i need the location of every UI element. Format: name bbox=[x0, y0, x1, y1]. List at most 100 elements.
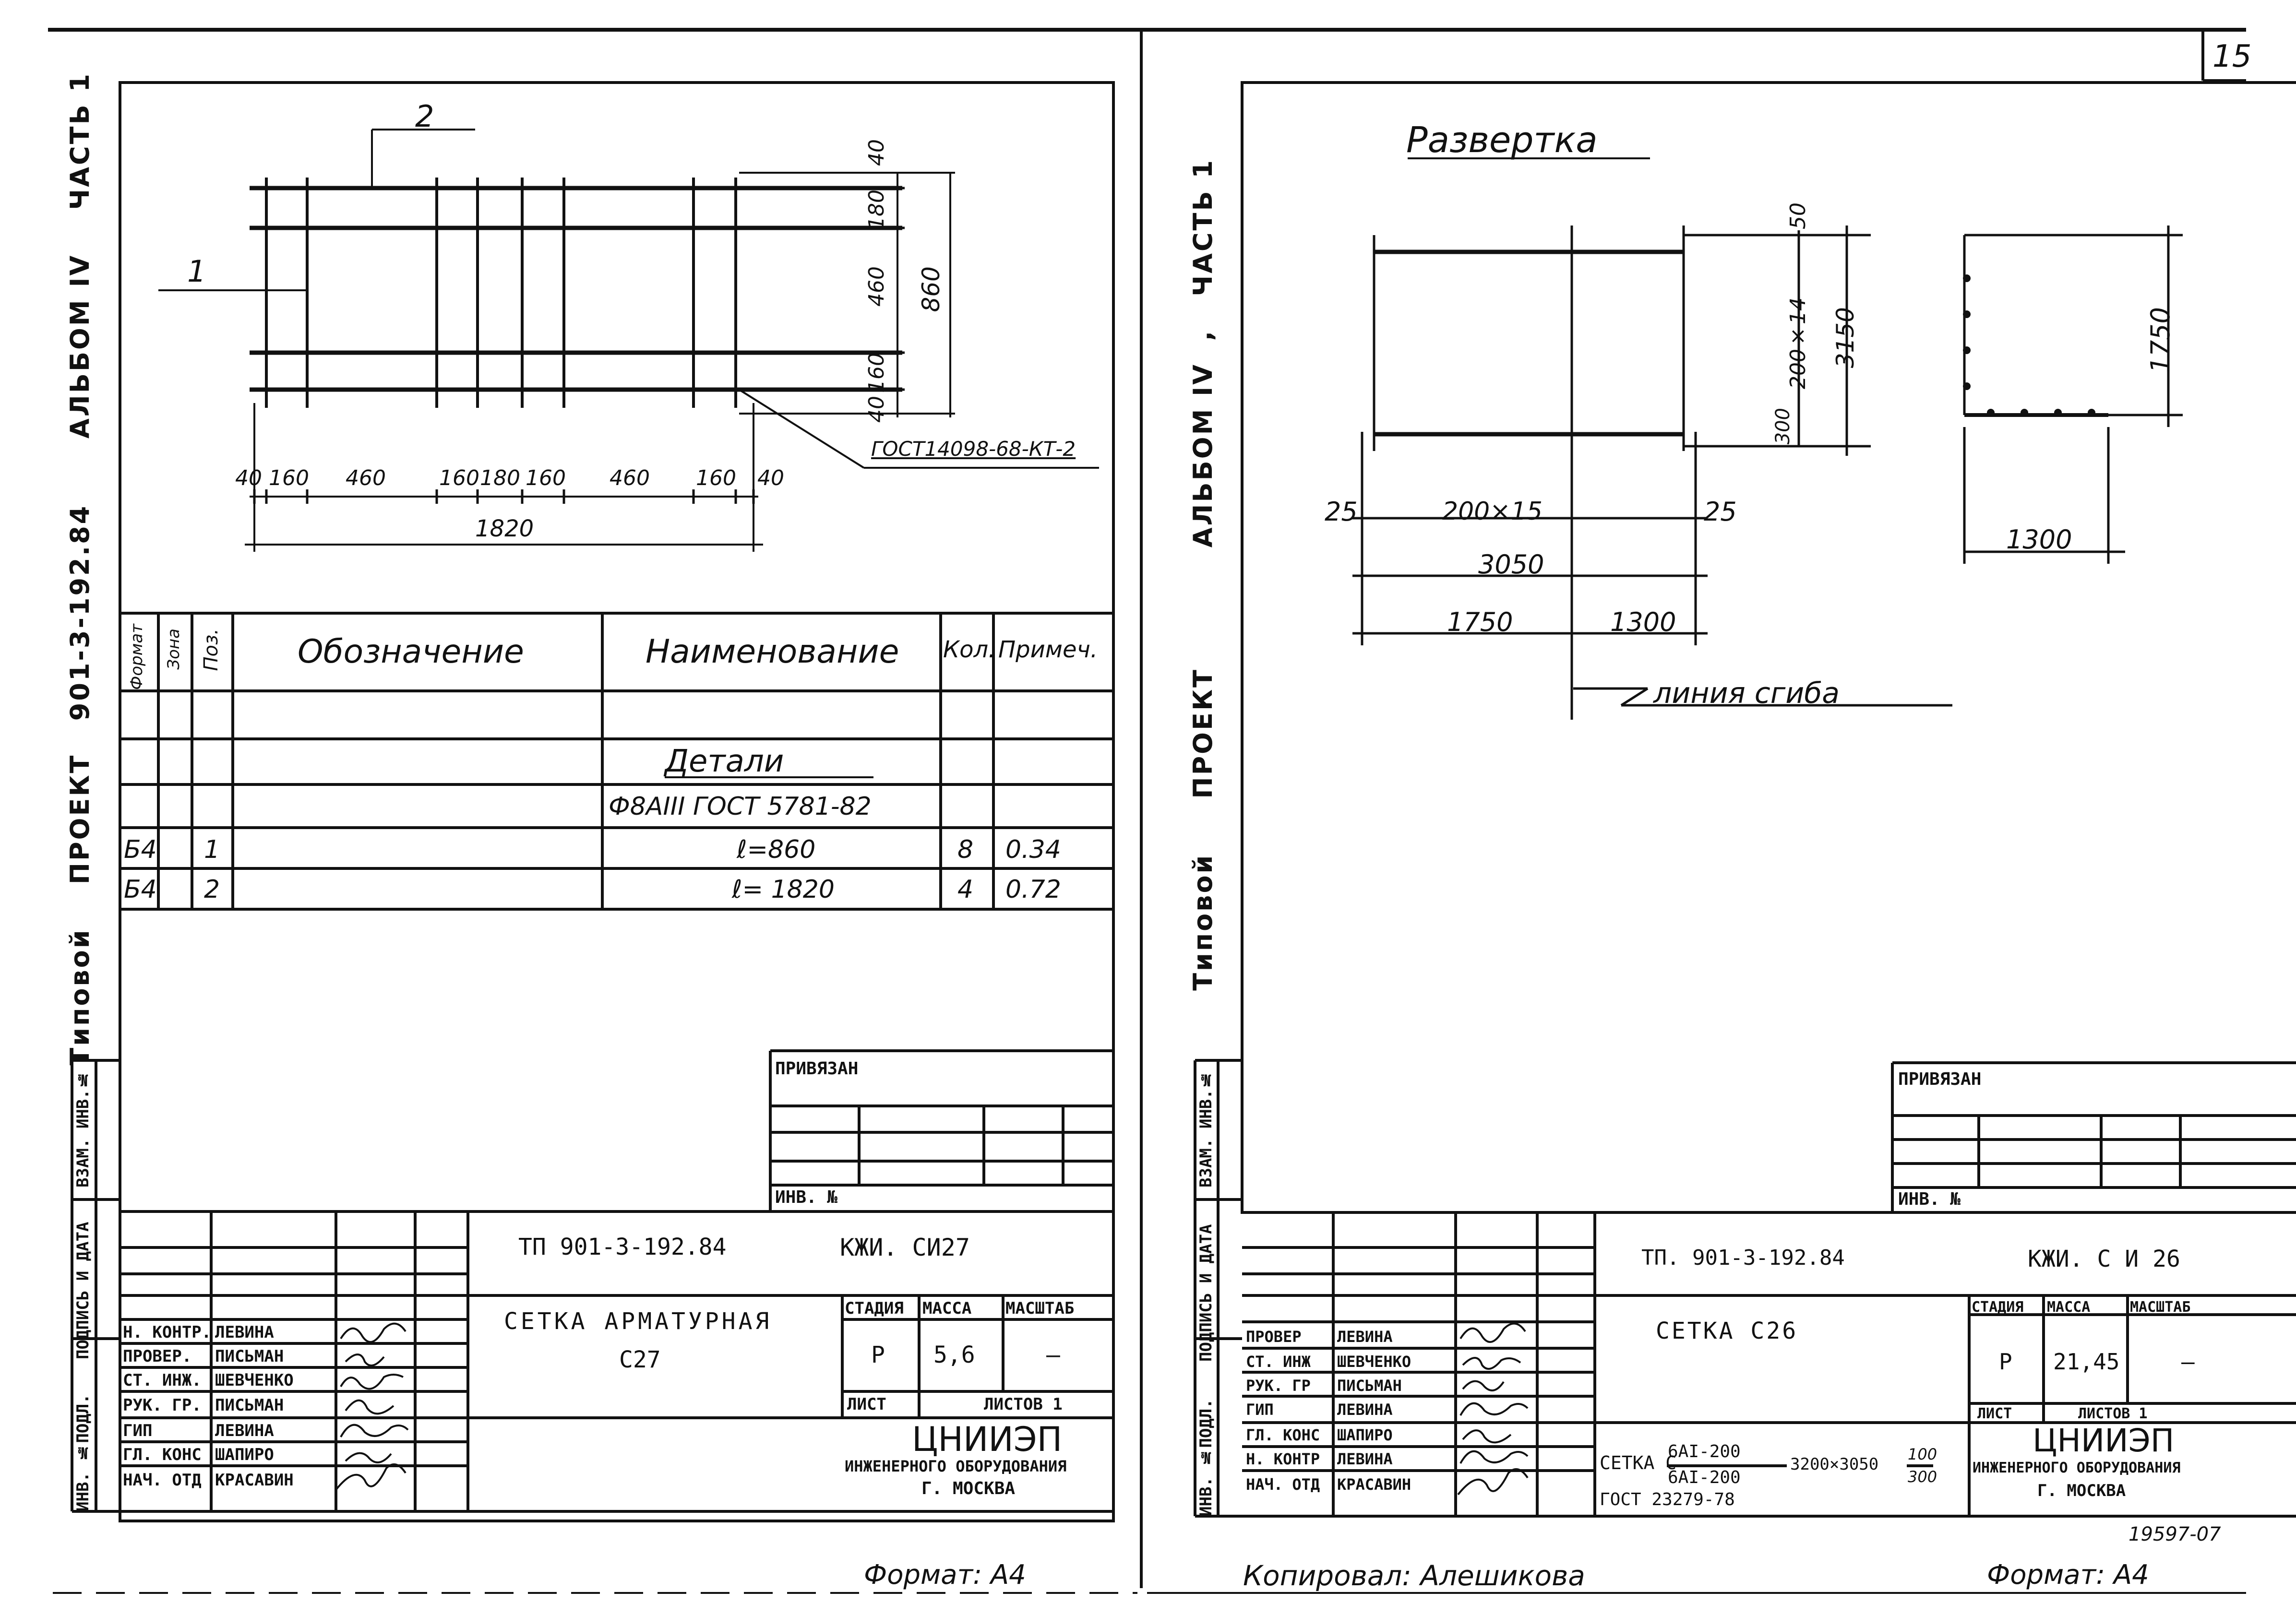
right-mesh-bottom: 6АI-200 bbox=[1668, 1468, 1741, 1487]
hdim-460-a: 460 bbox=[346, 466, 386, 490]
left-role-3: СТ. ИНЖ. bbox=[123, 1371, 202, 1390]
left-org-sub: ИНЖЕНЕРНОГО ОБОРУДОВАНИЯ bbox=[845, 1457, 1067, 1475]
left-drawing bbox=[119, 81, 1115, 1522]
gost-leader-label: ГОСТ14098-68-КТ-2 bbox=[871, 437, 1076, 461]
right-person-4: ЛЕВИНА bbox=[1337, 1401, 1393, 1419]
right-person-6: ЛЕВИНА bbox=[1337, 1450, 1393, 1468]
left-person-3: ШЕВЧЕНКО bbox=[215, 1371, 294, 1390]
spec-row2-pos: 2 bbox=[204, 875, 220, 904]
left-org-city: Г. МОСКВА bbox=[921, 1479, 1016, 1498]
side-view-1300: 1300 bbox=[2006, 524, 2072, 555]
left-stamp-code: ТП 901-3-192.84 bbox=[518, 1234, 727, 1260]
spec-row1-name: ℓ=860 bbox=[737, 835, 816, 864]
right-scale-header: МАСШТАБ bbox=[2130, 1299, 2191, 1316]
left-mass-header: МАССА bbox=[922, 1299, 972, 1318]
right-stage-value: Р bbox=[1999, 1349, 2012, 1375]
left-stamp-sheet-code: КЖИ. СИ27 bbox=[840, 1234, 970, 1261]
spec-row1-pos: 1 bbox=[204, 835, 220, 864]
left-person-2: ПИСЬМАН bbox=[215, 1347, 284, 1366]
spec-row2-note: 0.72 bbox=[1005, 875, 1061, 904]
right-format: Формат: А4 bbox=[1987, 1559, 2149, 1591]
right-stamp-sheet-code: КЖИ. С И 26 bbox=[2028, 1246, 2180, 1272]
left-person-7: КРАСАВИН bbox=[215, 1471, 294, 1490]
hdim-460-b: 460 bbox=[610, 466, 650, 490]
left-person-5: ЛЕВИНА bbox=[215, 1421, 274, 1440]
hdim-180: 180 bbox=[480, 466, 520, 490]
copied-by: Копировал: Алешикова bbox=[1243, 1559, 1585, 1592]
left-role-7: НАЧ. ОТД bbox=[123, 1471, 202, 1490]
left-list-header: ЛИСТ bbox=[847, 1395, 886, 1414]
right-person-5: ШАПИРО bbox=[1337, 1426, 1393, 1444]
right-mesh-frac-top: 100 bbox=[1908, 1445, 1937, 1463]
rdim-200x15: 200×15 bbox=[1442, 497, 1543, 526]
right-mesh-prefix: СЕТКА С bbox=[1600, 1452, 1677, 1473]
hdim-160-a: 160 bbox=[269, 466, 309, 490]
right-stage-header: СТАДИЯ bbox=[1972, 1299, 2024, 1316]
left-person-4: ПИСЬМАН bbox=[215, 1396, 284, 1415]
right-signatures bbox=[1457, 1322, 1529, 1496]
archive-number: 19597-07 bbox=[2129, 1523, 2221, 1545]
left-inv-no: ИНВ. № bbox=[775, 1188, 838, 1207]
left-scale-value: – bbox=[1046, 1342, 1060, 1368]
right-list-header: ЛИСТ bbox=[1977, 1405, 2012, 1422]
right-role-1: ПРОВЕР bbox=[1246, 1328, 1302, 1346]
left-role-4: РУК. ГР. bbox=[123, 1396, 202, 1415]
right-mesh-top: 6АI-200 bbox=[1668, 1442, 1741, 1461]
right-privyazan: ПРИВЯЗАН bbox=[1898, 1069, 1982, 1089]
spec-row1-qty: 8 bbox=[957, 835, 974, 864]
rdim-1300: 1300 bbox=[1610, 607, 1676, 637]
rdim-1750: 1750 bbox=[1447, 607, 1513, 637]
left-role-6: ГЛ. КОНС bbox=[123, 1445, 202, 1464]
right-role-7: НАЧ. ОТД bbox=[1246, 1475, 1320, 1494]
left-stamp-title: СЕТКА АРМАТУРНАЯ bbox=[504, 1308, 772, 1335]
right-person-2: ШЕВЧЕНКО bbox=[1337, 1353, 1411, 1371]
left-stamp-grid bbox=[71, 1049, 1113, 1513]
fold-line-label: линия сгиба bbox=[1653, 677, 1840, 710]
left-scale-header: МАСШТАБ bbox=[1005, 1299, 1075, 1318]
callout-1: 1 bbox=[187, 254, 206, 289]
right-role-6: Н. КОНТР bbox=[1246, 1450, 1320, 1468]
right-mesh-size: 3200×3050 bbox=[1790, 1455, 1879, 1474]
rdim-25-right: 25 bbox=[1704, 497, 1737, 527]
left-format: Формат: А4 bbox=[864, 1559, 1026, 1591]
right-stamp-code: ТП. 901-3-192.84 bbox=[1641, 1246, 1845, 1270]
left-stamp-subtitle: С27 bbox=[619, 1346, 661, 1373]
right-mesh-frac-bottom: 300 bbox=[1908, 1468, 1937, 1486]
rdim-25-left: 25 bbox=[1325, 497, 1358, 527]
hdim-40-b: 40 bbox=[757, 466, 784, 490]
right-role-5: ГЛ. КОНС bbox=[1246, 1426, 1320, 1444]
spec-row1-format: Б4 bbox=[124, 835, 157, 864]
spec-head-name: Наименование bbox=[646, 633, 899, 671]
right-person-3: ПИСЬМАН bbox=[1337, 1377, 1402, 1395]
right-mass-header: МАССА bbox=[2047, 1299, 2091, 1316]
left-stage-header: СТАДИЯ bbox=[845, 1299, 904, 1318]
right-org-name: ЦНИИЭП bbox=[2033, 1422, 2175, 1459]
rdim-3050: 3050 bbox=[1478, 549, 1544, 580]
total-dim-1820: 1820 bbox=[475, 515, 534, 542]
spec-material: Ф8АIII ГОСТ 5781-82 bbox=[609, 792, 872, 821]
page-number: 15 bbox=[2212, 39, 2252, 74]
right-person-1: ЛЕВИНА bbox=[1337, 1328, 1393, 1346]
hdim-160-d: 160 bbox=[696, 466, 736, 490]
right-stamp-title: СЕТКА С26 bbox=[1656, 1318, 1798, 1344]
spec-row2-format: Б4 bbox=[124, 875, 157, 904]
spec-row2-name: ℓ= 1820 bbox=[732, 875, 835, 904]
right-role-2: СТ. ИНЖ bbox=[1246, 1353, 1311, 1371]
spec-head-qty: Кол. bbox=[943, 636, 996, 663]
hdim-160-b: 160 bbox=[439, 466, 479, 490]
left-role-1: Н. КОНТР. bbox=[123, 1323, 212, 1342]
left-person-6: ШАПИРО bbox=[215, 1445, 274, 1464]
right-person-7: КРАСАВИН bbox=[1337, 1475, 1411, 1494]
spec-row2-qty: 4 bbox=[957, 875, 974, 904]
left-spec-grid bbox=[120, 612, 1113, 911]
callout-2: 2 bbox=[415, 99, 434, 134]
spec-head-note: Примеч. bbox=[998, 636, 1098, 663]
right-mesh-gost: ГОСТ 23279-78 bbox=[1600, 1490, 1735, 1509]
unfold-title: Развертка bbox=[1406, 119, 1598, 161]
left-lists-header: ЛИСТОВ 1 bbox=[984, 1395, 1063, 1414]
right-role-3: РУК. ГР bbox=[1246, 1377, 1311, 1395]
left-org-name: ЦНИИЭП bbox=[912, 1420, 1063, 1459]
spec-row1-note: 0.34 bbox=[1005, 835, 1061, 864]
left-stage-value: Р bbox=[871, 1342, 885, 1368]
